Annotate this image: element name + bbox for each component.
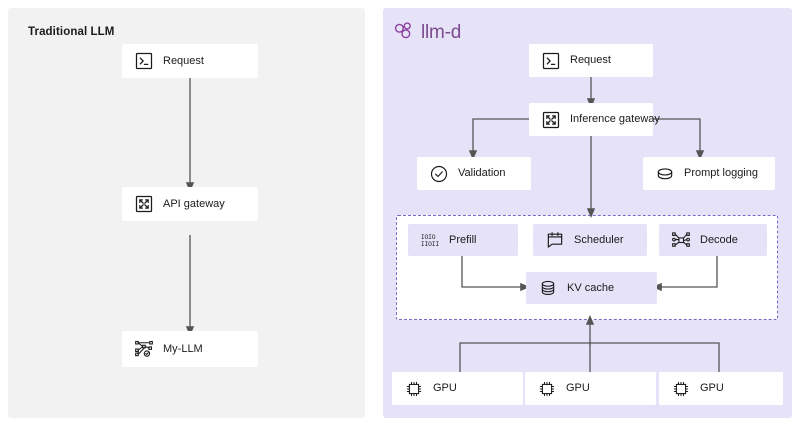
node-label: Prompt logging	[684, 167, 758, 179]
chip-processor-icon	[537, 379, 557, 399]
database-disk-icon	[655, 164, 675, 184]
node-label: Inference gateway	[570, 113, 660, 125]
terminal-prompt-icon	[541, 51, 561, 71]
node-gpu-3[interactable]: GPU	[659, 372, 783, 405]
check-circle-icon	[429, 164, 449, 184]
node-label: Scheduler	[574, 233, 624, 246]
chip-processor-icon	[671, 379, 691, 399]
node-api-gateway[interactable]: API gateway	[122, 187, 258, 221]
node-label: Request	[163, 54, 204, 67]
gateway-arrows-icon	[134, 194, 154, 214]
node-decode[interactable]: Decode	[659, 224, 767, 256]
node-label: Prefill	[449, 233, 477, 246]
node-scheduler[interactable]: Scheduler	[533, 224, 647, 256]
node-prefill[interactable]: IOIO IIOII Prefill	[408, 224, 518, 256]
node-prompt-logging[interactable]: Prompt logging	[643, 157, 775, 190]
node-label: My-LLM	[163, 342, 203, 355]
llm-d-molecule-icon	[393, 20, 415, 42]
page-title: Traditional LLM	[28, 26, 115, 38]
model-graph-check-icon	[134, 339, 154, 359]
node-request-llmd[interactable]: Request	[529, 44, 653, 77]
svg-text:IIOII: IIOII	[421, 241, 440, 248]
node-my-llm[interactable]: My-LLM	[122, 331, 258, 367]
node-label: KV cache	[567, 281, 615, 294]
gateway-arrows-icon	[541, 110, 561, 130]
binary-digits-icon: IOIO IIOII	[420, 230, 440, 250]
node-gpu-2[interactable]: GPU	[525, 372, 656, 405]
llm-d-logo: llm-d	[393, 20, 461, 42]
llm-d-wordmark: llm-d	[421, 21, 462, 43]
node-gpu-1[interactable]: GPU	[392, 372, 523, 405]
svg-text:IOIO: IOIO	[421, 234, 436, 241]
calendar-note-icon	[545, 230, 565, 250]
database-stack-icon	[538, 278, 558, 298]
node-label: Decode	[700, 233, 738, 246]
chip-processor-icon	[404, 379, 424, 399]
node-graph-icon	[671, 230, 691, 250]
node-label: API gateway	[163, 197, 225, 210]
node-label: Validation	[458, 167, 506, 179]
terminal-prompt-icon	[134, 51, 154, 71]
node-inference-gateway[interactable]: Inference gateway	[529, 103, 660, 136]
node-label: GPU	[700, 382, 724, 394]
node-label: Request	[570, 54, 611, 66]
node-label: GPU	[566, 382, 590, 394]
node-kv-cache[interactable]: KV cache	[526, 272, 657, 304]
node-label: GPU	[433, 382, 457, 394]
node-validation[interactable]: Validation	[417, 157, 531, 190]
node-request-traditional[interactable]: Request	[122, 44, 258, 78]
